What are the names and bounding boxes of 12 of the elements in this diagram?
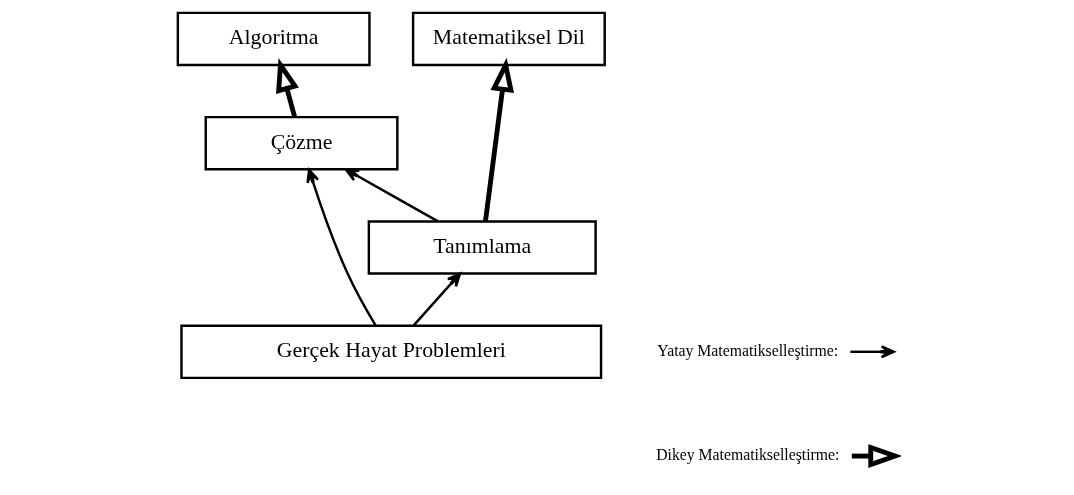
arrow bbox=[412, 272, 462, 327]
node-box: Çözme bbox=[204, 115, 399, 171]
arrow bbox=[306, 168, 377, 327]
node-box: Gerçek Hayat Problemleri bbox=[180, 324, 603, 380]
node-box: Algoritma bbox=[176, 11, 371, 67]
legend-label: Dikey Matematikselleştirme: bbox=[656, 446, 840, 464]
legend-label: Yatay Matematikselleştirme: bbox=[657, 341, 839, 359]
arrow bbox=[344, 168, 439, 223]
node-box: Tanımlama bbox=[367, 220, 597, 275]
arrow bbox=[483, 57, 515, 222]
node-box: Matematiksel Dil bbox=[411, 11, 606, 67]
arrow bbox=[276, 57, 299, 118]
